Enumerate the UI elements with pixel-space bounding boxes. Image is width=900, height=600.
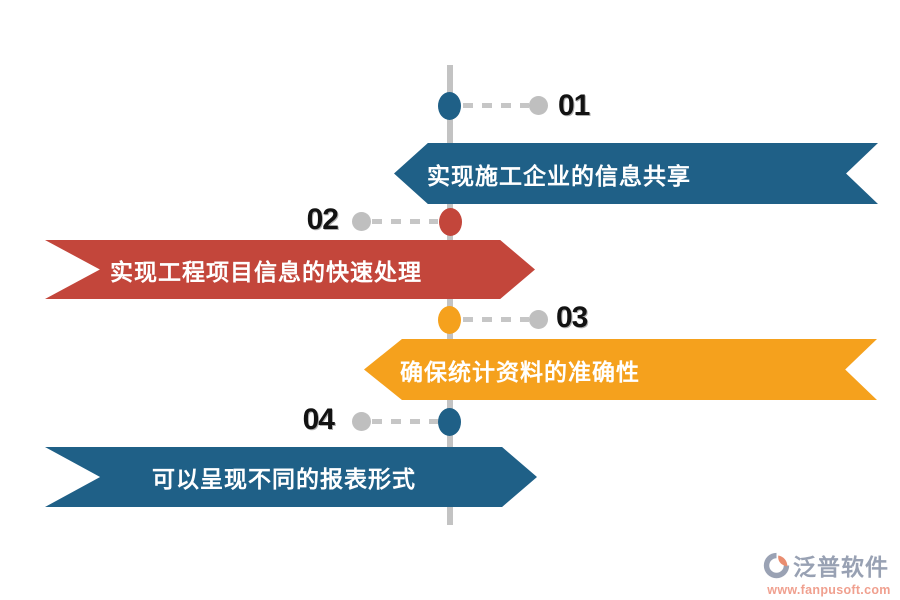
brand-name: 泛普软件 bbox=[793, 554, 889, 580]
step-number-02: 02 bbox=[306, 203, 339, 236]
banner-02: 实现工程项目信息的快速处理 bbox=[45, 240, 535, 299]
banner-04-label: 可以呈现不同的报表形式 bbox=[152, 466, 416, 492]
banner-03-label: 确保统计资料的准确性 bbox=[400, 358, 640, 385]
brand-url: www.fanpusoft.com bbox=[767, 583, 891, 597]
fanpu-logo-icon bbox=[763, 552, 790, 578]
banner-01-label: 实现施工企业的信息共享 bbox=[427, 162, 691, 189]
brand-watermark: 泛普软件 www.fanpusoft.com bbox=[762, 548, 896, 597]
connector-dash-02 bbox=[372, 219, 438, 224]
connector-dot-01 bbox=[529, 96, 548, 115]
step-number-03: 03 bbox=[556, 301, 588, 334]
connector-dot-04 bbox=[352, 412, 371, 431]
banner-03: 确保统计资料的准确性 bbox=[364, 339, 877, 400]
step-number-04: 04 bbox=[302, 403, 335, 436]
connector-dot-03 bbox=[529, 310, 548, 329]
connector-dash-01 bbox=[463, 103, 529, 108]
connector-dash-04 bbox=[372, 419, 438, 424]
connector-dash-03 bbox=[463, 317, 529, 322]
banner-04: 可以呈现不同的报表形式 bbox=[45, 447, 537, 507]
banner-02-label: 实现工程项目信息的快速处理 bbox=[110, 258, 422, 285]
banner-01: 实现施工企业的信息共享 bbox=[394, 143, 878, 204]
timeline-node-01 bbox=[438, 92, 461, 120]
step-number-01: 01 bbox=[558, 89, 590, 122]
connector-dot-02 bbox=[352, 212, 371, 231]
timeline-node-04 bbox=[438, 408, 461, 436]
timeline-node-03 bbox=[438, 306, 461, 334]
timeline-node-02 bbox=[439, 208, 462, 236]
